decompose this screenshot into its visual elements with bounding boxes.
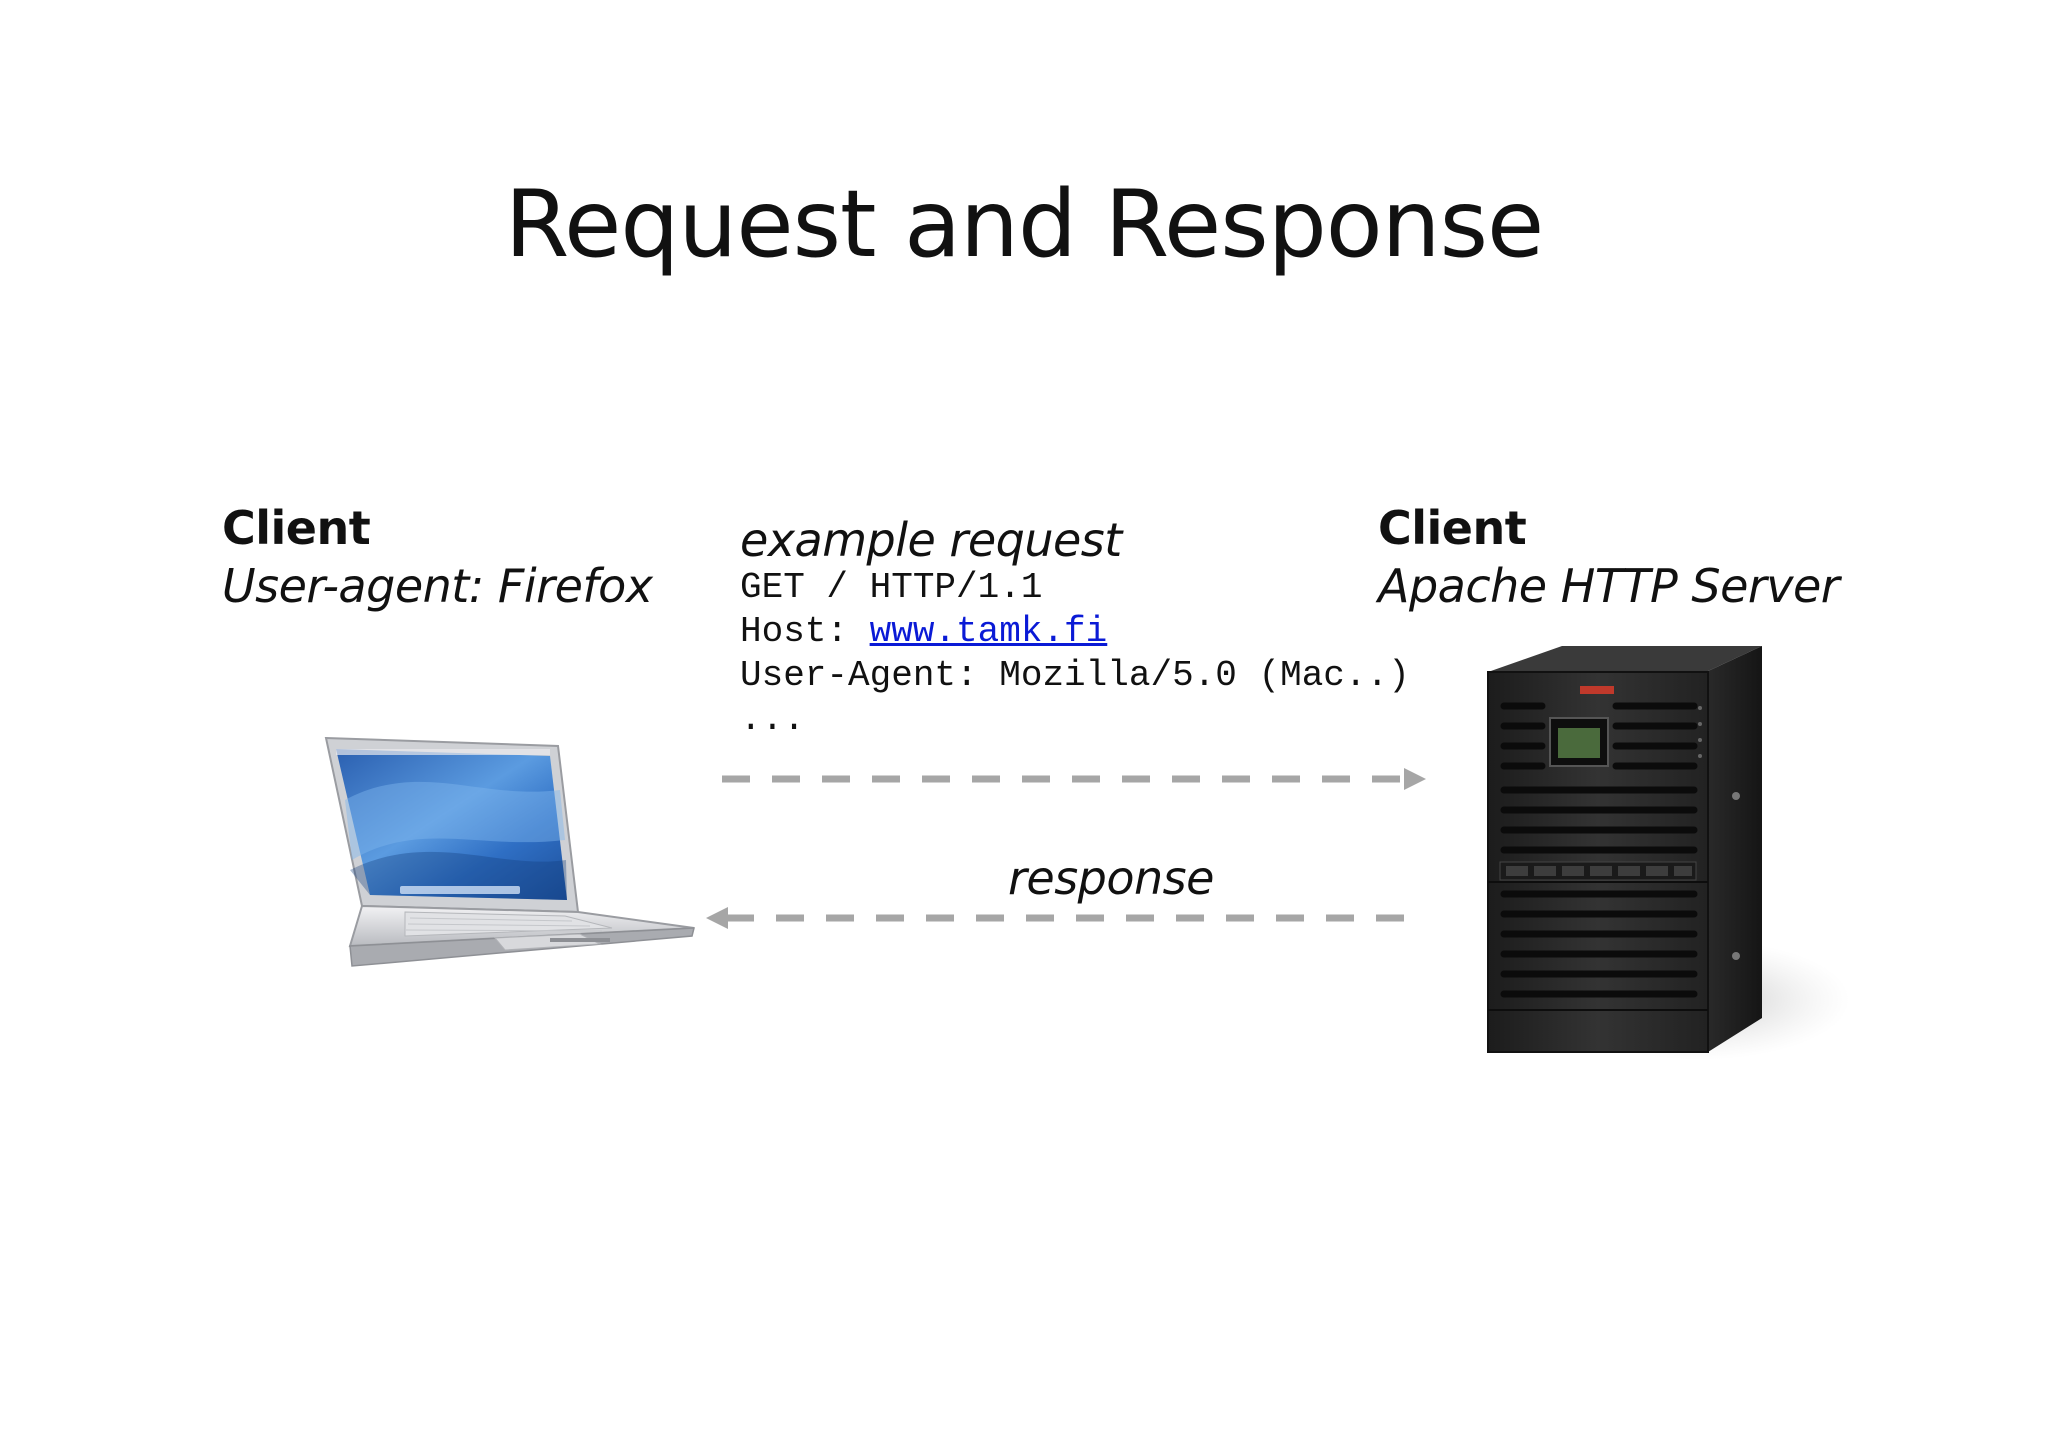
request-label: example request bbox=[740, 513, 1122, 567]
server-illustration bbox=[1487, 646, 1850, 1060]
client-subtitle: User-agent: Firefox bbox=[222, 559, 653, 613]
response-label: response bbox=[1008, 851, 1214, 905]
server-heading: Client bbox=[1378, 501, 1527, 555]
request-line-3: User-Agent: Mozilla/5.0 (Mac..) bbox=[740, 655, 1410, 696]
client-heading: Client bbox=[222, 501, 371, 555]
response-arrow bbox=[706, 907, 1404, 929]
slide-title: Request and Response bbox=[504, 170, 1545, 278]
request-line-2: Host: www.tamk.fi bbox=[740, 610, 1410, 654]
server-subtitle: Apache HTTP Server bbox=[1378, 559, 1840, 613]
host-prefix: Host: bbox=[740, 611, 870, 652]
request-line-4: ... bbox=[740, 699, 805, 740]
request-arrow bbox=[722, 768, 1426, 790]
laptop-illustration bbox=[324, 736, 695, 967]
host-link[interactable]: www.tamk.fi bbox=[869, 611, 1108, 652]
request-line-1: GET / HTTP/1.1 bbox=[740, 567, 1043, 608]
